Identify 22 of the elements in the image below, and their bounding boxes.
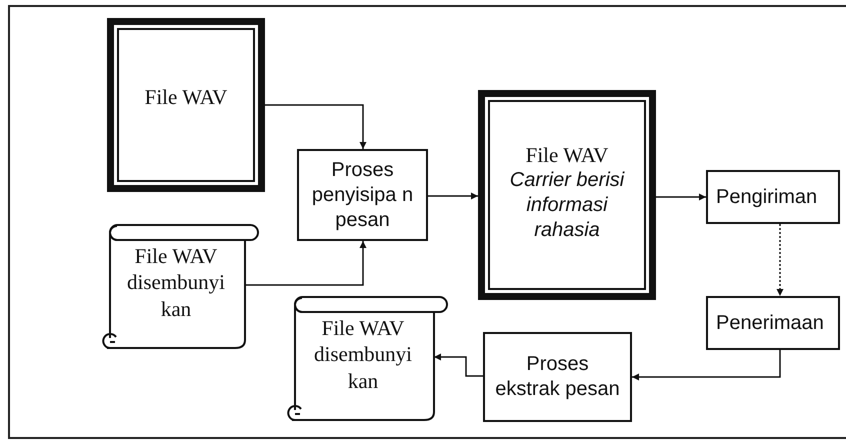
node-label: Pengiriman	[716, 184, 818, 210]
process-box	[297, 149, 428, 241]
node-label: File WAV	[144, 84, 228, 110]
node-label: Penerimaan	[716, 310, 824, 336]
arrow	[265, 104, 366, 149]
process-box	[483, 332, 632, 422]
node-label: File WAV disembunyi kan	[313, 315, 413, 394]
node-label: File WAV disembunyi kan	[126, 243, 226, 322]
double-border-box	[478, 90, 656, 300]
double-border-box	[107, 18, 265, 192]
arrow	[428, 192, 478, 200]
process-box	[706, 170, 840, 224]
arrow	[656, 194, 706, 200]
arrow	[434, 354, 483, 377]
process-box	[706, 296, 840, 350]
arrow	[245, 241, 366, 286]
node-label: Proses ekstrak pesan	[494, 352, 621, 402]
node-label: Carrier berisi informasi rahasia	[508, 168, 626, 244]
node-label: Proses penyisipa n pesan	[310, 158, 414, 232]
arrow	[776, 224, 784, 296]
node-label: File WAV	[526, 142, 608, 168]
arrow	[632, 350, 781, 380]
